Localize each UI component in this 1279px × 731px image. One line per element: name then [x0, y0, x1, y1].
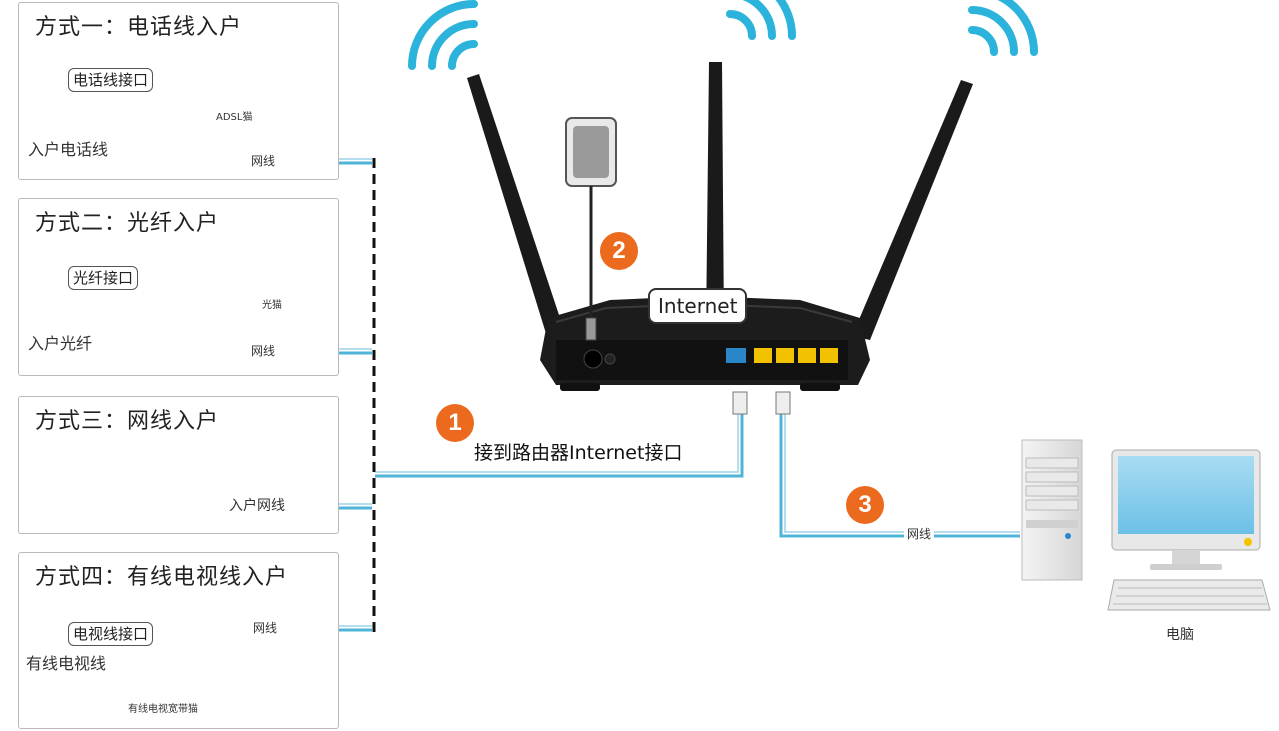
device-label: 有线电视宽带猫: [128, 704, 198, 715]
lan-port: [754, 348, 772, 363]
port-callout: 电视线接口: [68, 622, 154, 646]
device-label: 光猫: [262, 300, 282, 311]
method-title: 方式三：网线入户: [35, 409, 220, 434]
port-callout: 电话线接口: [68, 68, 154, 92]
router-antennas: [467, 62, 973, 340]
keyboard: [1107, 579, 1271, 611]
internet-bubble: Internet: [648, 288, 748, 324]
method-panel-cable-tv: 方式四：有线电视线入户: [18, 552, 339, 729]
cable-label: 网线: [248, 344, 279, 358]
wan-port: [726, 348, 746, 363]
step-2-badge: 2: [600, 232, 638, 270]
method-title: 方式二：光纤入户: [35, 211, 220, 236]
device-label: ADSL猫: [216, 112, 253, 123]
wifi-signal-icon: [408, 0, 1038, 70]
input-label: 入户光纤: [28, 334, 93, 353]
port-callout: 光纤接口: [68, 266, 139, 290]
lan-port: [798, 348, 816, 363]
lan-port: [820, 348, 838, 363]
cable-label: 网线: [250, 621, 281, 635]
input-label: 有线电视线: [26, 654, 107, 673]
rj45-plug-icon: [732, 391, 791, 415]
step-1-label: 接到路由器Internet接口: [474, 442, 683, 464]
cable-label: 网线: [904, 527, 935, 541]
method-title: 方式四：有线电视线入户: [35, 565, 289, 590]
computer-label: 电脑: [1166, 627, 1194, 643]
cable-label: 入户网线: [226, 499, 288, 513]
cable-label: 网线: [248, 154, 279, 168]
step-1-badge: 1: [436, 404, 474, 442]
step-3-badge: 3: [846, 486, 884, 524]
monitor: [1111, 449, 1261, 570]
pc-tower: [1021, 439, 1083, 581]
method-title: 方式一：电话线入户: [35, 15, 243, 40]
power-adapter-icon: [565, 117, 617, 341]
input-label: 入户电话线: [28, 140, 109, 159]
lan-port: [776, 348, 794, 363]
method-panel-ethernet: 方式三：网线入户: [18, 396, 339, 534]
